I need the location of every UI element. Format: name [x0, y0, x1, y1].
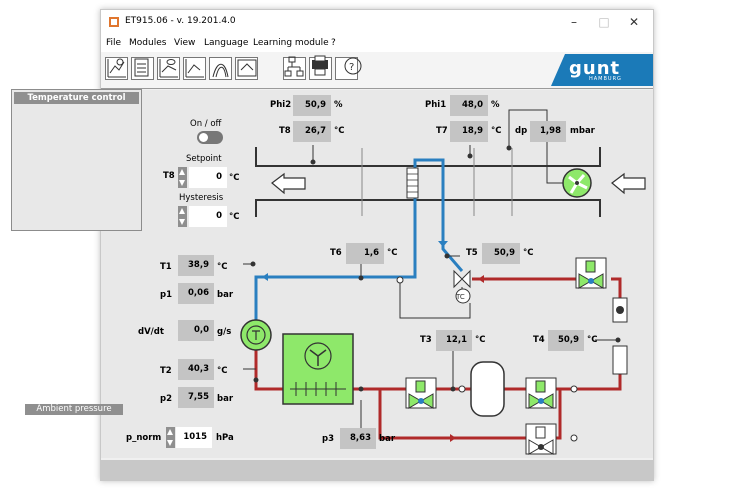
onoff-label: On / off — [190, 119, 222, 129]
setpoint-label: Setpoint — [186, 154, 222, 164]
pnorm-label: p_norm — [126, 433, 162, 443]
t1-value: 38,9 — [178, 255, 214, 276]
hysteresis-input[interactable]: 0 — [189, 206, 227, 227]
menu-modules[interactable]: Modules — [129, 38, 167, 48]
p1-value: 0,06 — [178, 283, 214, 304]
t5-value: 50,9 — [482, 243, 520, 264]
p3-label: p3 — [322, 434, 334, 444]
pnorm-unit: hPa — [216, 433, 234, 443]
hysteresis-stepper[interactable] — [178, 206, 187, 227]
menu-help[interactable]: ? — [331, 38, 336, 48]
p1-label: p1 — [160, 290, 172, 300]
setpoint-t8-label: T8 — [163, 171, 175, 181]
t2-label: T2 — [160, 366, 172, 376]
setpoint-stepper[interactable] — [178, 167, 187, 188]
phi2-unit: % — [334, 100, 343, 110]
temperature-control-title: Temperature control — [14, 92, 139, 104]
t3-unit: °C — [475, 335, 486, 345]
phi1-unit: % — [491, 100, 500, 110]
p2-unit: bar — [217, 394, 234, 404]
pnorm-stepper[interactable] — [166, 427, 175, 448]
menu-file[interactable]: File — [106, 38, 122, 48]
dp-value: 1,98 — [530, 121, 566, 142]
t1-label: T1 — [160, 262, 172, 272]
t8-unit: °C — [334, 126, 345, 136]
curve-chart-icon[interactable] — [209, 57, 232, 80]
p2-value: 7,55 — [178, 387, 214, 408]
minimize-button[interactable]: – — [571, 15, 577, 29]
t5-label: T5 — [466, 248, 478, 258]
t2-value: 40,3 — [178, 359, 214, 380]
t3-label: T3 — [420, 335, 432, 345]
t4-value: 50,9 — [548, 330, 584, 351]
brand-logo-text: gunt — [569, 58, 621, 79]
maximize-button[interactable]: □ — [598, 15, 610, 29]
hysteresis-label: Hysteresis — [179, 193, 224, 203]
t4-label: T4 — [533, 335, 545, 345]
chart-view-icon[interactable] — [157, 57, 180, 80]
t7-label: T7 — [436, 126, 448, 136]
menu-learning-module[interactable]: Learning module — [253, 38, 329, 48]
dp-unit: mbar — [570, 126, 595, 136]
menu-view[interactable]: View — [174, 38, 196, 48]
brand-logo — [551, 54, 653, 86]
chart-clock-icon[interactable] — [105, 57, 128, 80]
chart-edit-icon[interactable] — [183, 57, 206, 80]
phi2-label: Phi2 — [270, 100, 292, 110]
p3-unit: bar — [379, 434, 396, 444]
p3-value: 8,63 — [340, 428, 376, 449]
hysteresis-unit: °C — [229, 212, 240, 222]
phi1-label: Phi1 — [425, 100, 447, 110]
dvdt-unit: g/s — [217, 327, 232, 337]
t6-value: 1,6 — [346, 243, 384, 264]
close-button[interactable]: ✕ — [628, 15, 640, 29]
onoff-toggle[interactable] — [197, 131, 223, 144]
dp-label: dp — [515, 126, 528, 136]
setpoint-input[interactable]: 0 — [189, 167, 227, 188]
t7-value: 18,9 — [450, 121, 488, 142]
p2-label: p2 — [160, 394, 172, 404]
dvdt-label: dV/dt — [138, 327, 164, 337]
phi2-value: 50,9 — [293, 95, 331, 116]
app-icon — [109, 17, 119, 27]
diagram-icon[interactable] — [235, 57, 258, 80]
title-bar: ET915.06 - v. 19.201.4.0 – □ ✕ — [101, 10, 653, 36]
pnorm-input[interactable]: 1015 — [176, 427, 212, 448]
t1-unit: °C — [217, 262, 228, 272]
phi1-value: 48,0 — [450, 95, 488, 116]
svg-text:?: ? — [349, 62, 354, 73]
p1-unit: bar — [217, 290, 234, 300]
svg-text:TC: TC — [455, 293, 465, 301]
setpoint-unit: °C — [229, 173, 240, 183]
t8-label: T8 — [279, 126, 291, 136]
menu-bar: File Modules View Language Learning modu… — [101, 36, 653, 52]
t4-unit: °C — [587, 335, 598, 345]
status-bar — [101, 460, 653, 480]
t6-label: T6 — [330, 248, 342, 258]
temperature-control-panel: Temperature control — [11, 89, 142, 231]
t8-value: 26,7 — [293, 121, 331, 142]
t2-unit: °C — [217, 366, 228, 376]
dvdt-value: 0,0 — [178, 320, 214, 341]
t6-unit: °C — [387, 248, 398, 258]
t7-unit: °C — [491, 126, 502, 136]
menu-language[interactable]: Language — [204, 38, 249, 48]
ambient-pressure-title: Ambient pressure — [25, 404, 123, 415]
t3-value: 12,1 — [436, 330, 472, 351]
window-title: ET915.06 - v. 19.201.4.0 — [125, 16, 236, 26]
brand-logo-subtext: HAMBURG — [589, 76, 622, 82]
t5-unit: °C — [523, 248, 534, 258]
